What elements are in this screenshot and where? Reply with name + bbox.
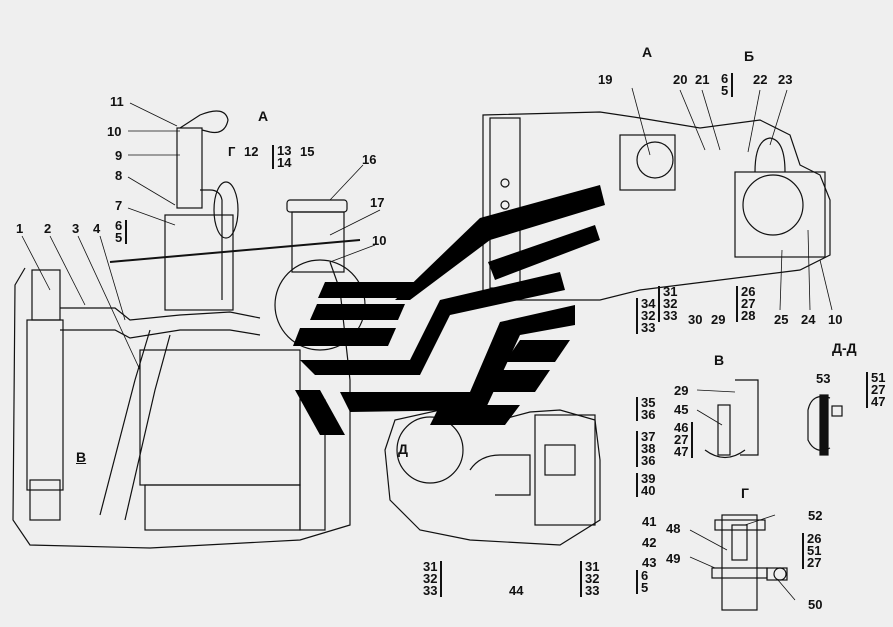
view-v-title: В [714,352,725,368]
callout-29-view-v: 29 [674,383,689,398]
callout-10-view-a: 10 [828,312,843,327]
view-b-arrow-label: Б [744,48,755,64]
radiator [26,319,64,491]
callout-44: 44 [509,583,524,598]
callout-41: 41 [642,514,657,529]
callout-22: 22 [753,72,768,87]
callout-16: 16 [362,152,377,167]
view-a-title: А [642,44,653,60]
callout-42: 42 [642,535,657,550]
callout-21: 21 [695,72,710,87]
section-dd-title: Д-Д [832,340,857,356]
view-v-detail [735,379,759,456]
callout-8: 8 [115,168,123,183]
callout-24: 24 [801,312,816,327]
charge-air-pipe-upper [60,307,261,321]
callout-12: 12 [244,144,259,159]
callout-25: 25 [774,312,789,327]
callout-50: 50 [808,597,823,612]
callout-7: 7 [115,198,123,213]
callout-19: 19 [598,72,613,87]
callout-15: 15 [300,144,315,159]
air-cleaner-body [176,127,203,209]
callout-10-top: 10 [107,124,122,139]
callout-2: 2 [44,221,52,236]
section-d-marker: Д [398,441,408,457]
intake-cap [179,110,229,134]
callout-3: 3 [72,221,80,236]
view-g-title: Г [741,485,749,501]
callout-53: 53 [816,371,831,386]
view-v-arrow-label: В [76,449,87,465]
view-g-tube [721,514,758,611]
callout-29: 29 [711,312,726,327]
callout-43: 43 [642,555,657,570]
callout-11: 11 [110,94,124,109]
air-filter-circle [742,174,804,236]
view-a-arrow-label: А [258,108,269,124]
callout-23: 23 [778,72,793,87]
callout-10-mid: 10 [372,233,387,248]
diagonal-air-pipe [99,329,151,516]
callout-9: 9 [115,148,123,163]
callout-48: 48 [666,521,681,536]
watermark-logo [293,185,605,435]
callout-17: 17 [370,195,385,210]
callout-20: 20 [673,72,688,87]
callout-52: 52 [808,508,823,523]
callout-45: 45 [674,402,689,417]
callout-49: 49 [666,551,681,566]
view-g-marker: Г [228,144,236,159]
callout-1: 1 [16,221,24,236]
engine-block [139,349,301,486]
callout-30: 30 [688,312,703,327]
callout-4: 4 [93,221,101,236]
turbocharger-housing [619,134,676,191]
pre-cleaner-top [286,199,348,213]
